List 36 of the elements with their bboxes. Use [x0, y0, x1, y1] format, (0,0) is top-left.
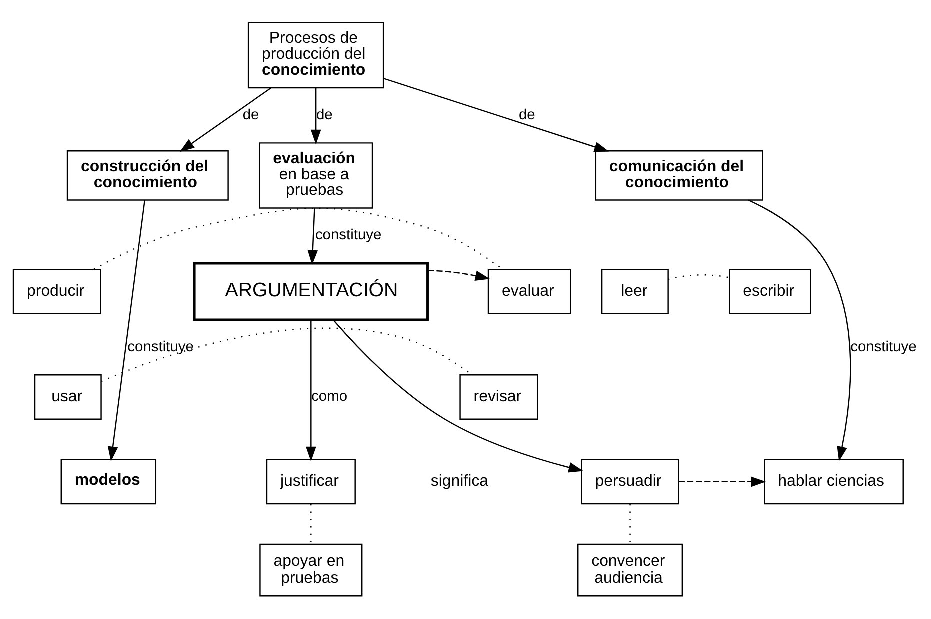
node-box: usar	[34, 374, 102, 420]
edge-label: de	[316, 107, 333, 124]
node-box: modelos	[60, 459, 156, 505]
node-box: producir	[12, 269, 102, 314]
node-box: Procesos de producción del conocimiento	[248, 22, 384, 89]
edge-label: constituye	[315, 228, 382, 244]
node-box: persuadir	[581, 459, 680, 505]
arrow	[180, 88, 272, 152]
connector	[668, 274, 730, 280]
arrow	[306, 320, 316, 462]
node-box: evaluar	[488, 269, 572, 314]
node-box: escribir	[729, 269, 812, 314]
arrow	[310, 88, 322, 145]
label: significa	[430, 473, 488, 490]
arrow	[748, 200, 852, 462]
node-box: comunicación del conocimiento	[595, 150, 764, 201]
arrow	[308, 208, 318, 266]
node-box: hablar ciencias	[764, 459, 904, 505]
node-box: leer	[601, 269, 669, 314]
arrow	[333, 320, 584, 473]
edge-label: como	[312, 389, 348, 406]
node-box: apoyar en pruebas	[260, 544, 363, 597]
arrow	[678, 476, 766, 488]
arrow	[108, 200, 146, 462]
node-box: convencer audiencia	[578, 544, 684, 597]
node-box: revisar	[460, 374, 538, 420]
edge-label: constituye	[128, 339, 194, 356]
node-box: evaluación en base a pruebas	[259, 142, 374, 209]
edge-label: de	[242, 107, 260, 124]
edge-label: constituye	[850, 339, 917, 356]
arrow	[384, 78, 610, 152]
node-box: justificar	[266, 459, 356, 505]
node-box: ARGUMENTACIÓN	[193, 262, 429, 322]
edge-label: de	[518, 107, 536, 124]
node-box: construcción del conocimiento	[66, 150, 229, 201]
arrow	[428, 270, 490, 282]
